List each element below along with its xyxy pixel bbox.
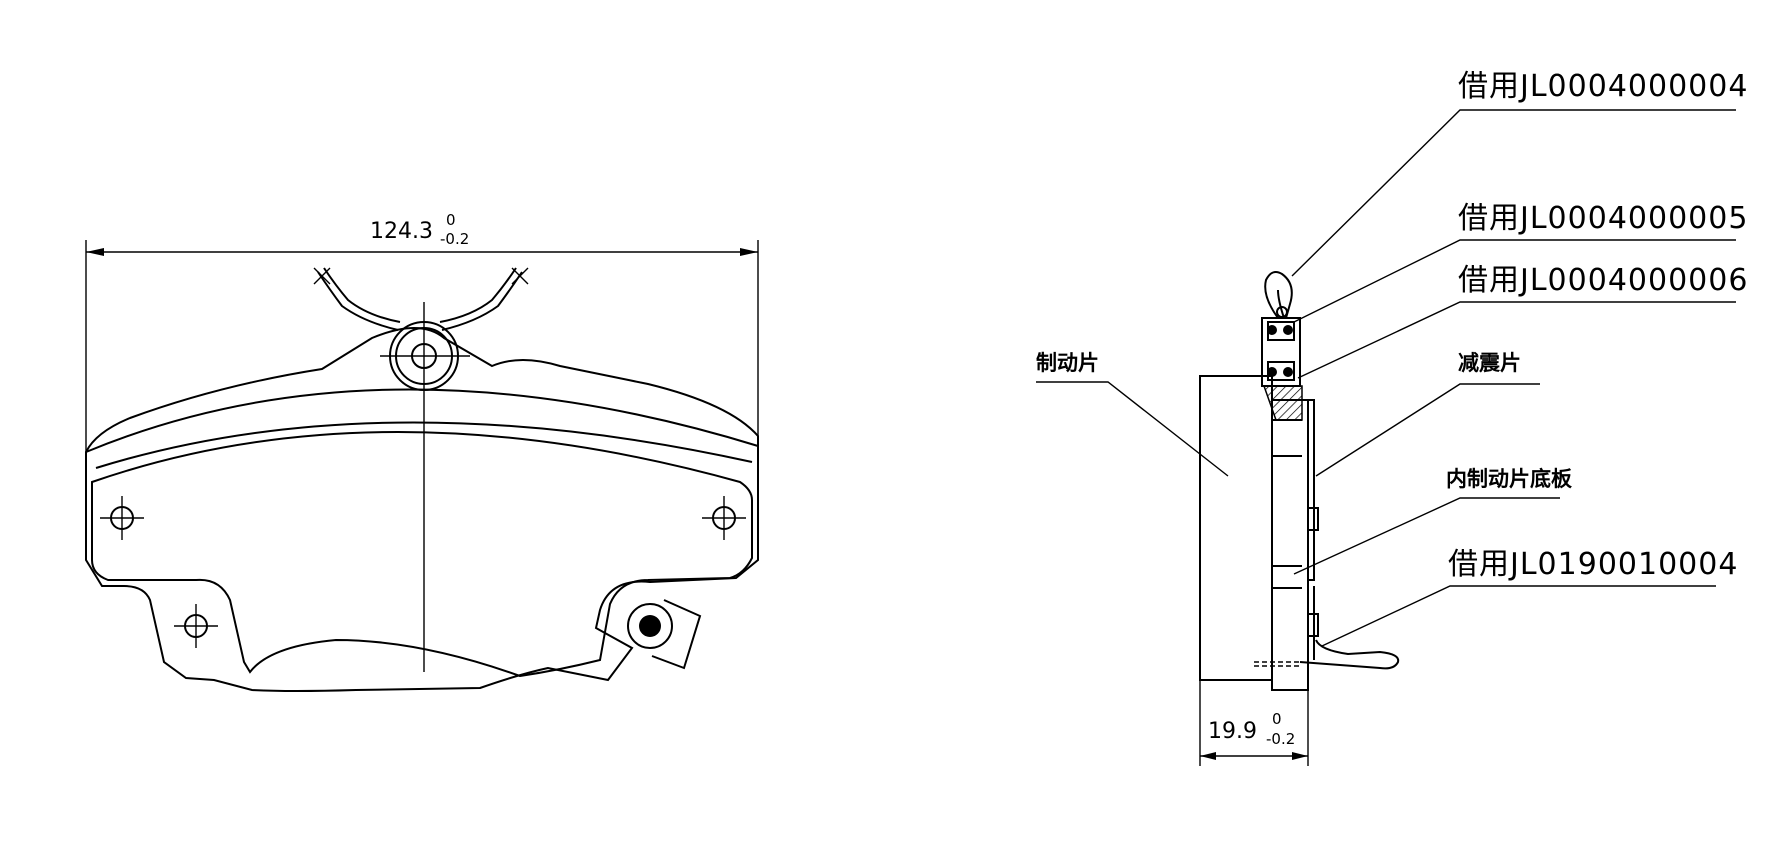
right-mounting-hole xyxy=(702,496,746,540)
callout-part-jl0004000004: 借用JL0004000004 xyxy=(1458,69,1748,104)
thickness-dimension-value: 19.9 xyxy=(1208,719,1257,744)
callout-part-jl0190010004: 借用JL0190010004 xyxy=(1448,547,1738,582)
width-dimension-value: 124.3 xyxy=(370,219,433,244)
center-pin xyxy=(380,321,470,391)
callout-leaders xyxy=(1036,109,1736,647)
thickness-dimension-upper-tolerance: 0 xyxy=(1272,710,1282,728)
callout-part-jl0004000005: 借用JL0004000005 xyxy=(1458,201,1748,236)
callout-part-jl0004000006: 借用JL0004000006 xyxy=(1458,263,1748,298)
friction-material-outline xyxy=(91,431,753,678)
callout-brake-pad: 制动片 xyxy=(1036,351,1099,375)
wear-indicator-side xyxy=(1254,586,1400,670)
left-lug-hole xyxy=(174,604,218,648)
spring-clip-side xyxy=(1261,271,1301,387)
callout-shim: 减震片 xyxy=(1458,351,1521,375)
left-mounting-hole xyxy=(100,496,144,540)
backing-plate-outline xyxy=(85,327,759,692)
thickness-dimension-lower-tolerance: -0.2 xyxy=(1266,730,1295,748)
front-view: 124.3 0 -0.2 xyxy=(85,211,759,692)
side-view: 19.9 0 -0.2 借用JL0004000004 借用JL000400000… xyxy=(1036,69,1748,766)
callout-inner-backing-plate: 内制动片底板 xyxy=(1446,467,1573,491)
spring-clip xyxy=(313,267,529,331)
width-dimension-lower-tolerance: -0.2 xyxy=(440,230,469,248)
backing-plate-side xyxy=(1271,399,1309,691)
wear-sensor xyxy=(627,599,702,670)
thickness-dimension: 19.9 0 -0.2 xyxy=(1199,680,1309,766)
width-dimension: 124.3 0 -0.2 xyxy=(85,211,759,455)
shim-side xyxy=(1307,399,1315,581)
width-dimension-upper-tolerance: 0 xyxy=(446,211,456,229)
friction-material-side xyxy=(1199,375,1273,681)
